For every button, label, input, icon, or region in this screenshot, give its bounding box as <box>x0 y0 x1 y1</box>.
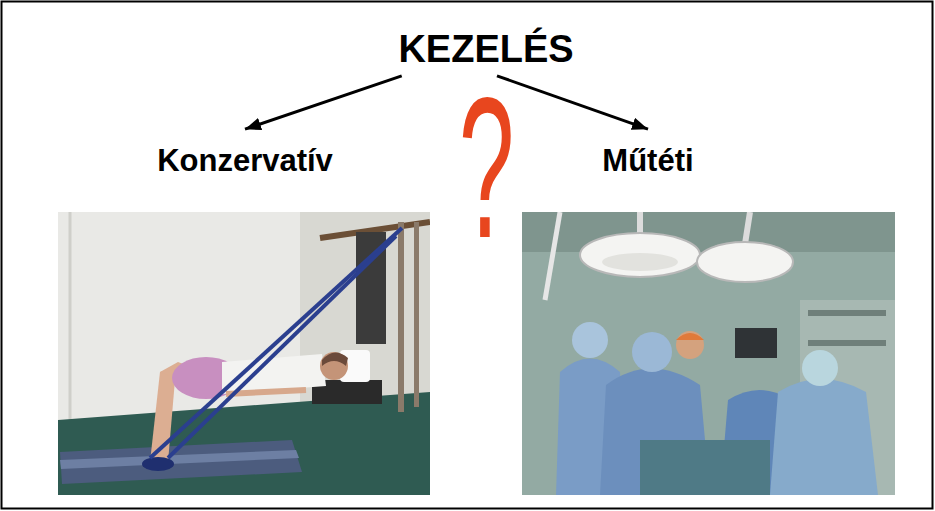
lamp-arm <box>745 212 750 244</box>
lamp-rim <box>602 253 678 271</box>
surgeon-cap <box>572 322 608 358</box>
surgical-lamp <box>697 242 793 282</box>
wall-ladder <box>414 222 419 407</box>
mat-stripe <box>60 450 299 469</box>
arrow-connector <box>497 76 648 129</box>
surgical-lamp <box>580 233 700 277</box>
drape <box>640 440 770 495</box>
exercise-photo <box>58 212 430 495</box>
wall-edge <box>69 212 72 430</box>
ceiling <box>522 212 895 252</box>
root-heading: KEZELÉS <box>394 28 577 72</box>
hair <box>322 352 348 366</box>
surgeon-cap <box>676 333 704 340</box>
node-text: Konzervatív <box>153 143 337 179</box>
elastic-band <box>150 228 402 458</box>
monitor <box>735 328 777 358</box>
surgery-photo <box>522 212 895 495</box>
shelf <box>808 340 886 346</box>
option-heading: Konzervatív <box>153 143 337 179</box>
wall <box>58 212 430 495</box>
arrow-connector <box>245 76 402 129</box>
wall <box>522 212 895 495</box>
floor <box>58 392 430 495</box>
surgeon-face <box>676 331 704 359</box>
node-text: Műtéti <box>598 143 697 179</box>
option-heading: Műtéti <box>598 143 697 179</box>
lamp-arm <box>545 212 560 300</box>
surgeon-cap <box>632 332 672 372</box>
wall-ladder <box>398 222 404 412</box>
shelf <box>808 310 886 316</box>
question-mark: ? <box>458 88 514 248</box>
surgeon-cap <box>802 350 838 386</box>
node-text: KEZELÉS <box>394 28 577 72</box>
elastic-band <box>168 236 396 458</box>
surgeon-gown <box>770 379 878 495</box>
head <box>320 352 348 380</box>
